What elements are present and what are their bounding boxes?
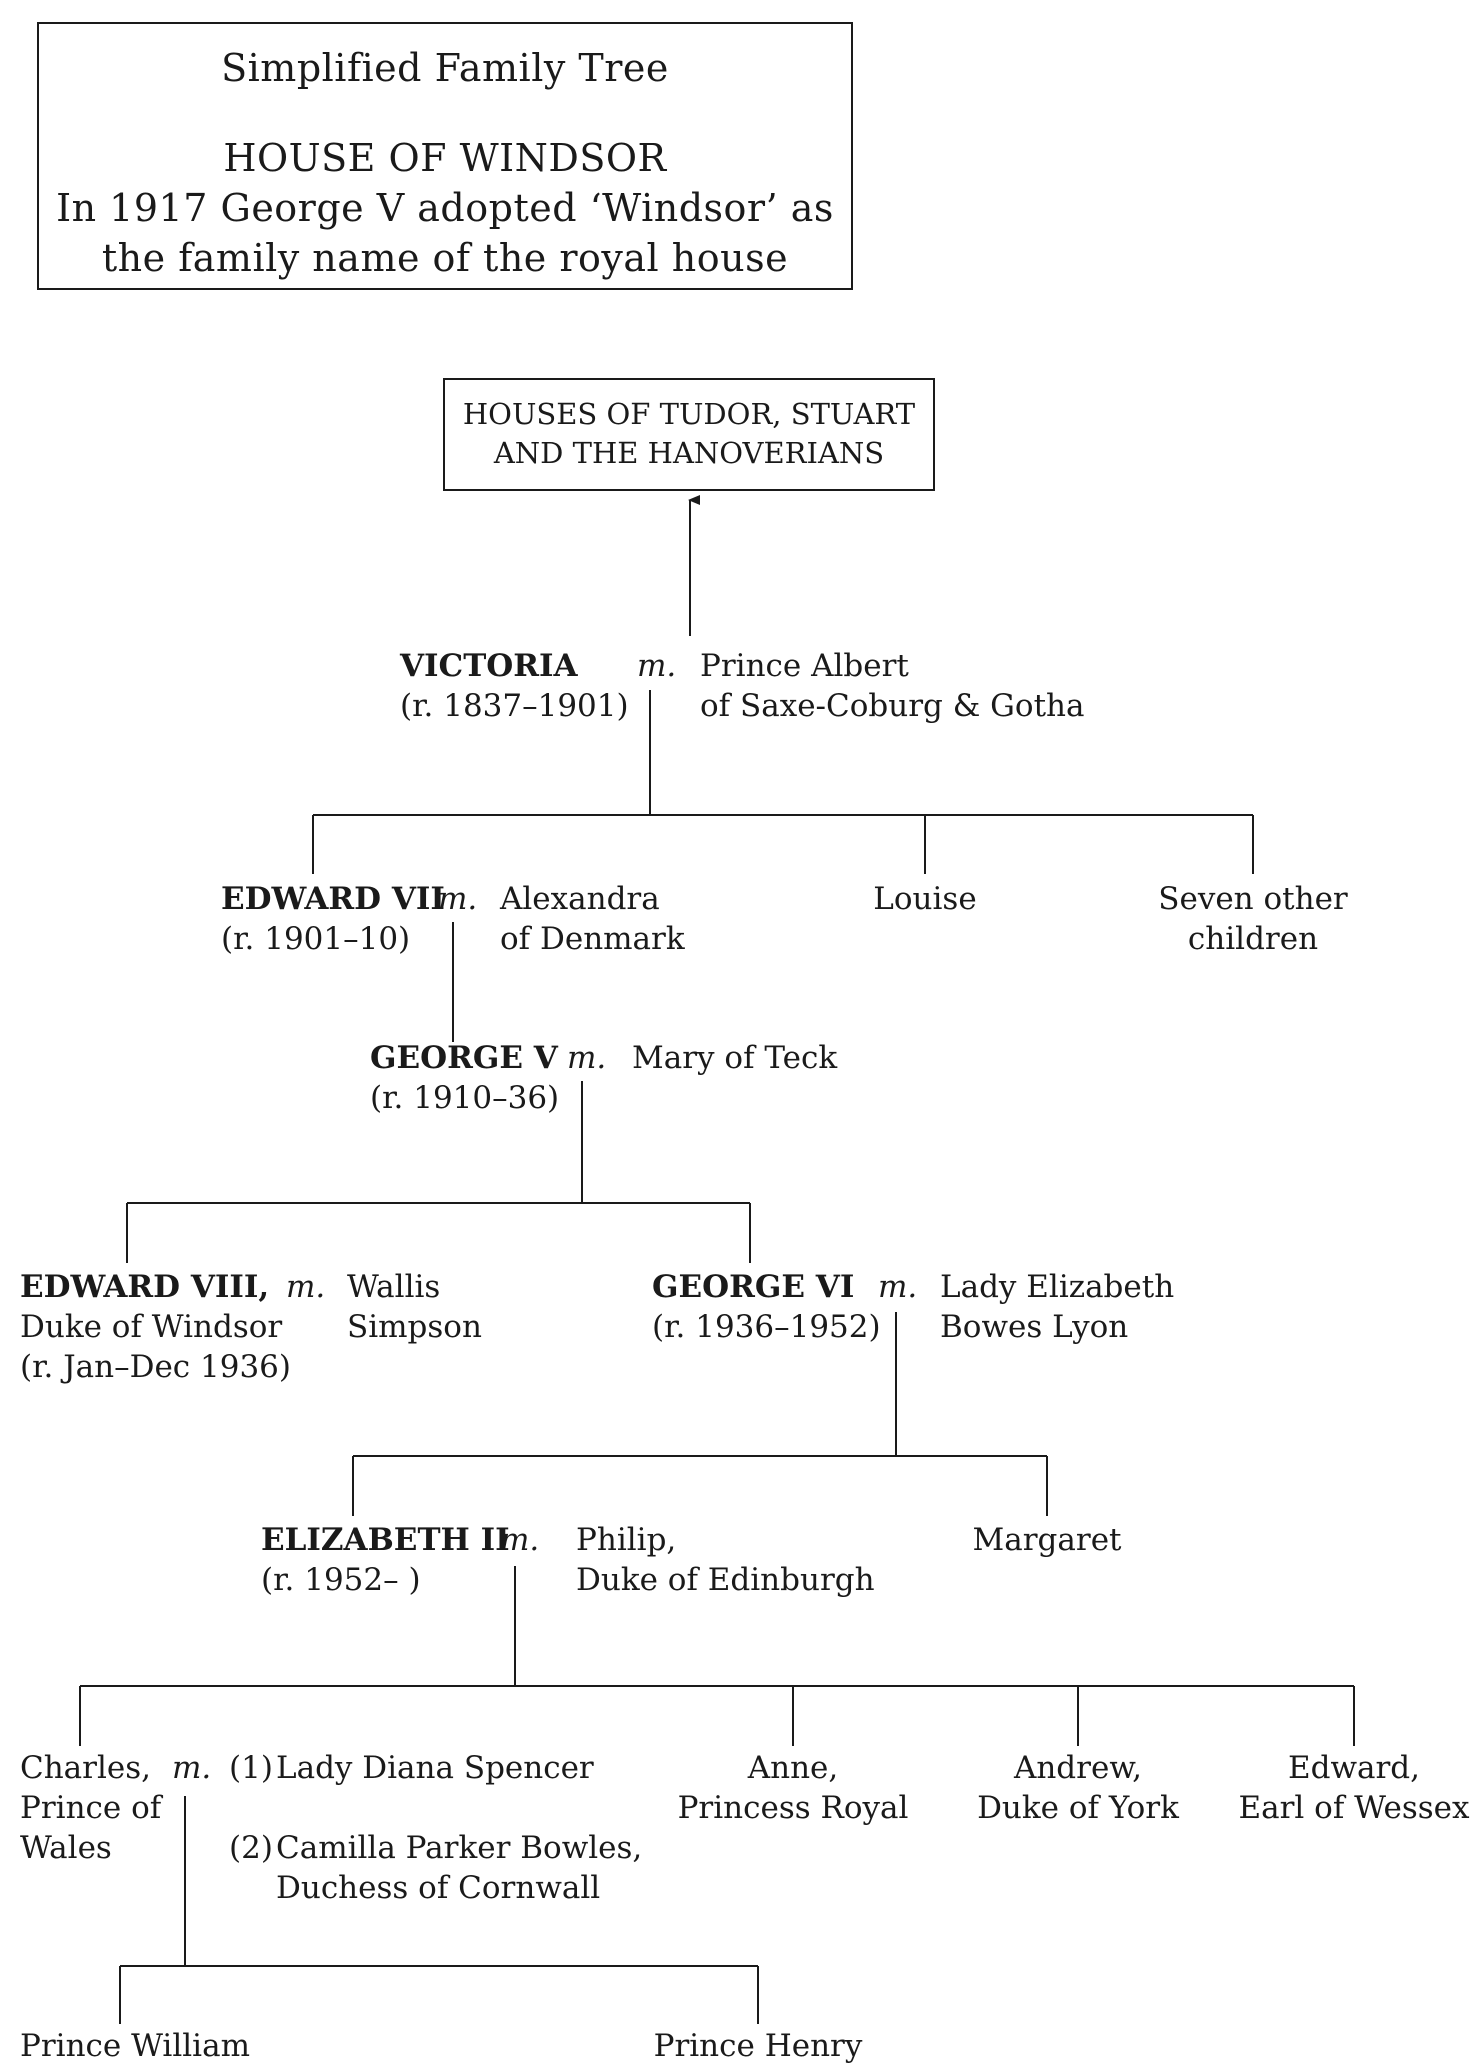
- charles-line-2: Prince of: [20, 1790, 162, 1826]
- edward-vii-reign: (r. 1901–10): [221, 921, 411, 957]
- elizabeth-ii-spouse-line-1: Philip,: [576, 1522, 677, 1558]
- prince-william-node: Prince William: [20, 2028, 250, 2064]
- seven-other-line-1: Seven other: [1158, 881, 1348, 917]
- anne-line-2: Princess Royal: [677, 1790, 909, 1826]
- charles-spouse-2-line-1: Camilla Parker Bowles,: [276, 1830, 643, 1866]
- edward-viii-name: EDWARD VIII,: [20, 1269, 270, 1305]
- charles-spouse-2-line-2: Duchess of Cornwall: [276, 1870, 601, 1906]
- edward-viii-spouse-line-2: Simpson: [347, 1309, 482, 1345]
- george-vi-spouse-line-2: Bowes Lyon: [940, 1309, 1129, 1345]
- victoria-spouse-line-2: of Saxe-Coburg & Gotha: [700, 688, 1085, 724]
- title-box: Simplified Family Tree HOUSE OF WINDSOR …: [37, 22, 853, 290]
- edward-vii-spouse-line-1: Alexandra: [500, 881, 660, 917]
- george-v-marriage-marker: m.: [567, 1040, 607, 1076]
- charles-spouse-1-number: (1): [229, 1750, 273, 1786]
- house-note-line-2: the family name of the royal house: [101, 236, 789, 280]
- victoria-spouse-line-1: Prince Albert: [700, 648, 909, 684]
- victoria-reign: (r. 1837–1901): [400, 688, 629, 724]
- andrew-line-1: Andrew,: [1013, 1750, 1143, 1786]
- george-vi-reign: (r. 1936–1952): [652, 1309, 881, 1345]
- george-v-spouse: Mary of Teck: [632, 1040, 838, 1076]
- charles-spouse-2-number: (2): [229, 1830, 273, 1866]
- edward-vii-marriage-marker: m.: [438, 881, 478, 917]
- george-v-reign: (r. 1910–36): [370, 1080, 560, 1116]
- george-vi-spouse-line-1: Lady Elizabeth: [940, 1269, 1175, 1305]
- george-vi-marriage-marker: m.: [878, 1269, 918, 1305]
- anne-line-1: Anne,: [747, 1750, 839, 1786]
- edward-vii-spouse-line-2: of Denmark: [500, 921, 685, 957]
- victoria-name: VICTORIA: [400, 648, 578, 684]
- edward-viii-reign: (r. Jan–Dec 1936): [20, 1349, 291, 1385]
- earlier-houses-line-2: AND THE HANOVERIANS: [493, 436, 885, 470]
- edward-line-1: Edward,: [1287, 1750, 1420, 1786]
- edward-viii-title: Duke of Windsor: [20, 1309, 283, 1345]
- margaret-node: Margaret: [972, 1522, 1122, 1558]
- elizabeth-ii-marriage-marker: m.: [500, 1522, 540, 1558]
- george-v-name: GEORGE V: [370, 1040, 558, 1076]
- louise-node: Louise: [873, 881, 977, 917]
- diagram-subtitle: Simplified Family Tree: [221, 46, 669, 90]
- earlier-houses-line-1: HOUSES OF TUDOR, STUART: [462, 397, 916, 431]
- charles-marriage-marker: m.: [172, 1750, 212, 1786]
- edward-viii-spouse-line-1: Wallis: [347, 1269, 441, 1305]
- earlier-houses-box: HOUSES OF TUDOR, STUART AND THE HANOVERI…: [443, 378, 935, 491]
- george-vi-name: GEORGE VI: [652, 1269, 855, 1305]
- edward-viii-marriage-marker: m.: [286, 1269, 326, 1305]
- elizabeth-ii-spouse-line-2: Duke of Edinburgh: [576, 1562, 875, 1598]
- charles-line-1: Charles,: [20, 1750, 152, 1786]
- prince-henry-node: Prince Henry: [653, 2028, 863, 2064]
- elizabeth-ii-name: ELIZABETH II: [261, 1522, 510, 1558]
- charles-line-3: Wales: [20, 1830, 112, 1866]
- seven-other-line-2: children: [1187, 921, 1319, 957]
- andrew-line-2: Duke of York: [977, 1790, 1179, 1826]
- edward-line-2: Earl of Wessex: [1238, 1790, 1470, 1826]
- elizabeth-ii-reign: (r. 1952– ): [261, 1562, 421, 1598]
- victoria-marriage-marker: m.: [637, 648, 677, 684]
- house-note-line-1: In 1917 George V adopted ‘Windsor’ as: [56, 186, 834, 230]
- edward-vii-name: EDWARD VII: [221, 881, 445, 917]
- house-name: HOUSE OF WINDSOR: [223, 136, 667, 180]
- charles-spouse-1: Lady Diana Spencer: [276, 1750, 594, 1786]
